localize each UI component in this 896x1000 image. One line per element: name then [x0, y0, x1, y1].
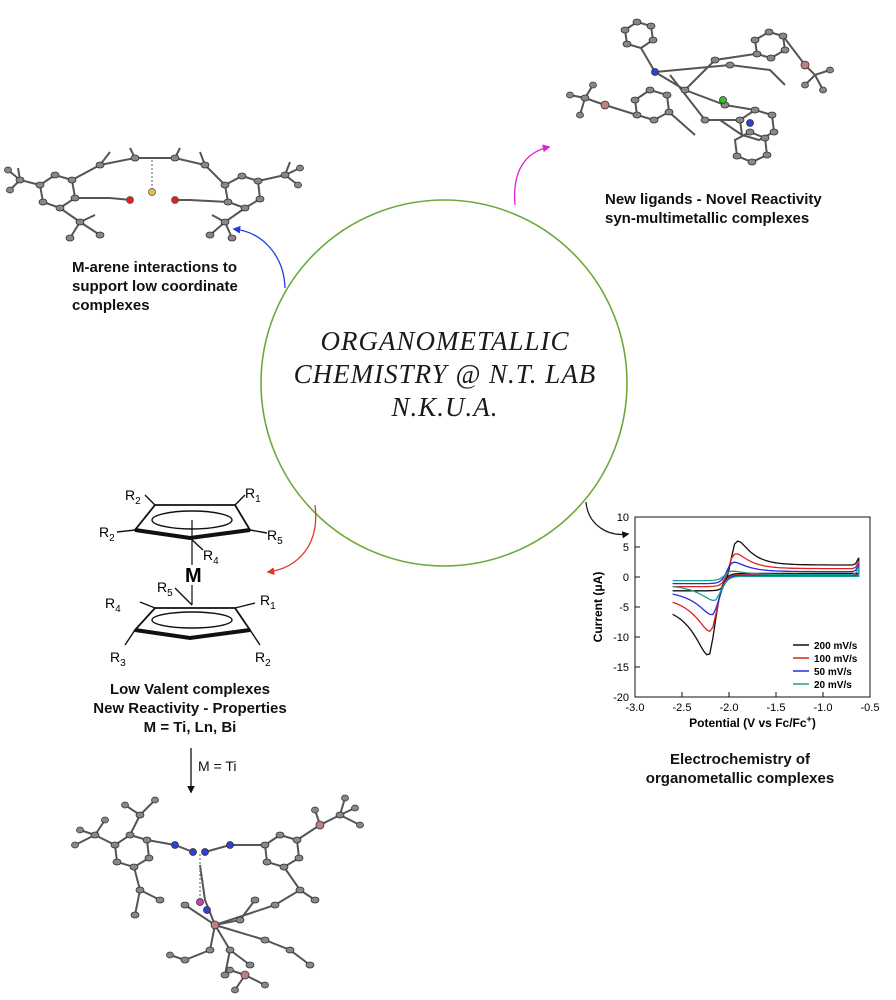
center-title-line-3: N.K.U.A.: [391, 392, 499, 422]
arrow-red: [266, 504, 317, 576]
arrow-magenta: [513, 144, 551, 206]
legend-label: 50 mV/s: [814, 667, 852, 678]
legend-label: 200 mV/s: [814, 641, 858, 652]
caption-middle-left: Low Valent complexes New Reactivity - Pr…: [90, 680, 290, 737]
ring-bot-r1: R1: [260, 592, 276, 612]
caption-top-left: M-arene interactions to support low coor…: [72, 258, 238, 315]
ortep-bimetallic-complex-icon: [566, 18, 834, 166]
caption-top-left-line-1: M-arene interactions to: [72, 259, 238, 276]
caption-top-right: New ligands - Novel Reactivity syn-multi…: [605, 190, 822, 228]
ring-bot-r4: R4: [105, 595, 121, 615]
caption-bottom-right: Electrochemistry of organometallic compl…: [600, 750, 880, 788]
y-tick-label: -15: [613, 662, 629, 674]
arrow-blue: [232, 225, 286, 289]
center-title-line-2: CHEMISTRY @ N.T. LAB: [293, 359, 597, 389]
cv-series-line: [672, 540, 860, 656]
cv-series-line: [672, 561, 860, 616]
arrow-black-curve: [585, 501, 630, 539]
arrow-label: M = Ti: [198, 758, 237, 774]
central-circle: [260, 199, 628, 567]
metallocene-structure: R2 R1 R2 R5 R4 M R5 R4 R1 R3 R2: [99, 485, 283, 669]
y-tick-label: -5: [619, 602, 629, 614]
x-tick-label: -1.0: [814, 702, 833, 714]
caption-middle-left-line-2: New Reactivity - Properties: [93, 700, 287, 717]
cv-plot-area: 10 5 0 -5 -10 -15 -20-3.0 -2.5 -2.0 -1.5 -1.0 -0.5P…: [591, 512, 879, 730]
ring-top-r1: R1: [245, 485, 261, 505]
y-tick-label: -20: [613, 692, 629, 704]
x-tick-label: -2.5: [673, 702, 692, 714]
caption-top-left-line-3: complexes: [72, 297, 150, 314]
y-tick-label: 10: [617, 512, 629, 524]
ring-bot-r5: R5: [157, 579, 173, 599]
ortep-arene-complex-icon: [4, 147, 304, 242]
ring-top-r4: R4: [203, 547, 219, 567]
y-tick-label: 5: [623, 542, 629, 554]
x-tick-label: -1.5: [767, 702, 786, 714]
legend-label: 20 mV/s: [814, 680, 852, 691]
center-title: ORGANOMETALLIC CHEMISTRY @ N.T. LAB N.K.…: [270, 325, 620, 424]
x-tick-label: -3.0: [626, 702, 645, 714]
ortep-titanium-complex-icon: [71, 794, 364, 994]
y-tick-label: 0: [623, 572, 629, 584]
caption-bottom-right-line-2: organometallic complexes: [645, 770, 835, 787]
caption-top-left-line-2: support low coordinate: [72, 278, 238, 295]
caption-bottom-right-line-1: Electrochemistry of: [669, 751, 811, 768]
ring-top-r5: R5: [267, 527, 283, 547]
caption-top-right-line-2: syn-multimetallic complexes: [605, 210, 810, 227]
y-tick-label: -10: [613, 632, 629, 644]
cv-chart: 10 5 0 -5 -10 -15 -20-3.0 -2.5 -2.0 -1.5 -1.0 -0.5P…: [591, 512, 879, 730]
ring-top-r2b: R2: [99, 524, 115, 544]
x-tick-label: -0.5: [861, 702, 880, 714]
y-axis-label: Current (μA): [591, 572, 605, 643]
caption-middle-left-line-1: Low Valent complexes: [109, 681, 271, 698]
center-title-line-1: ORGANOMETALLIC: [320, 326, 570, 356]
metal-label: M: [185, 565, 202, 587]
ring-bot-r2: R2: [255, 649, 271, 669]
caption-top-right-line-1: New ligands - Novel Reactivity: [605, 191, 822, 208]
ring-top-r2a: R2: [125, 487, 141, 507]
cv-series-line: [672, 567, 860, 602]
x-axis-label: Potential (V vs Fc/Fc+): [689, 714, 816, 730]
caption-middle-left-line-3: M = Ti, Ln, Bi: [143, 719, 237, 736]
x-tick-label: -2.0: [720, 702, 739, 714]
ring-bot-r3: R3: [110, 649, 126, 669]
legend-label: 100 mV/s: [814, 654, 858, 665]
